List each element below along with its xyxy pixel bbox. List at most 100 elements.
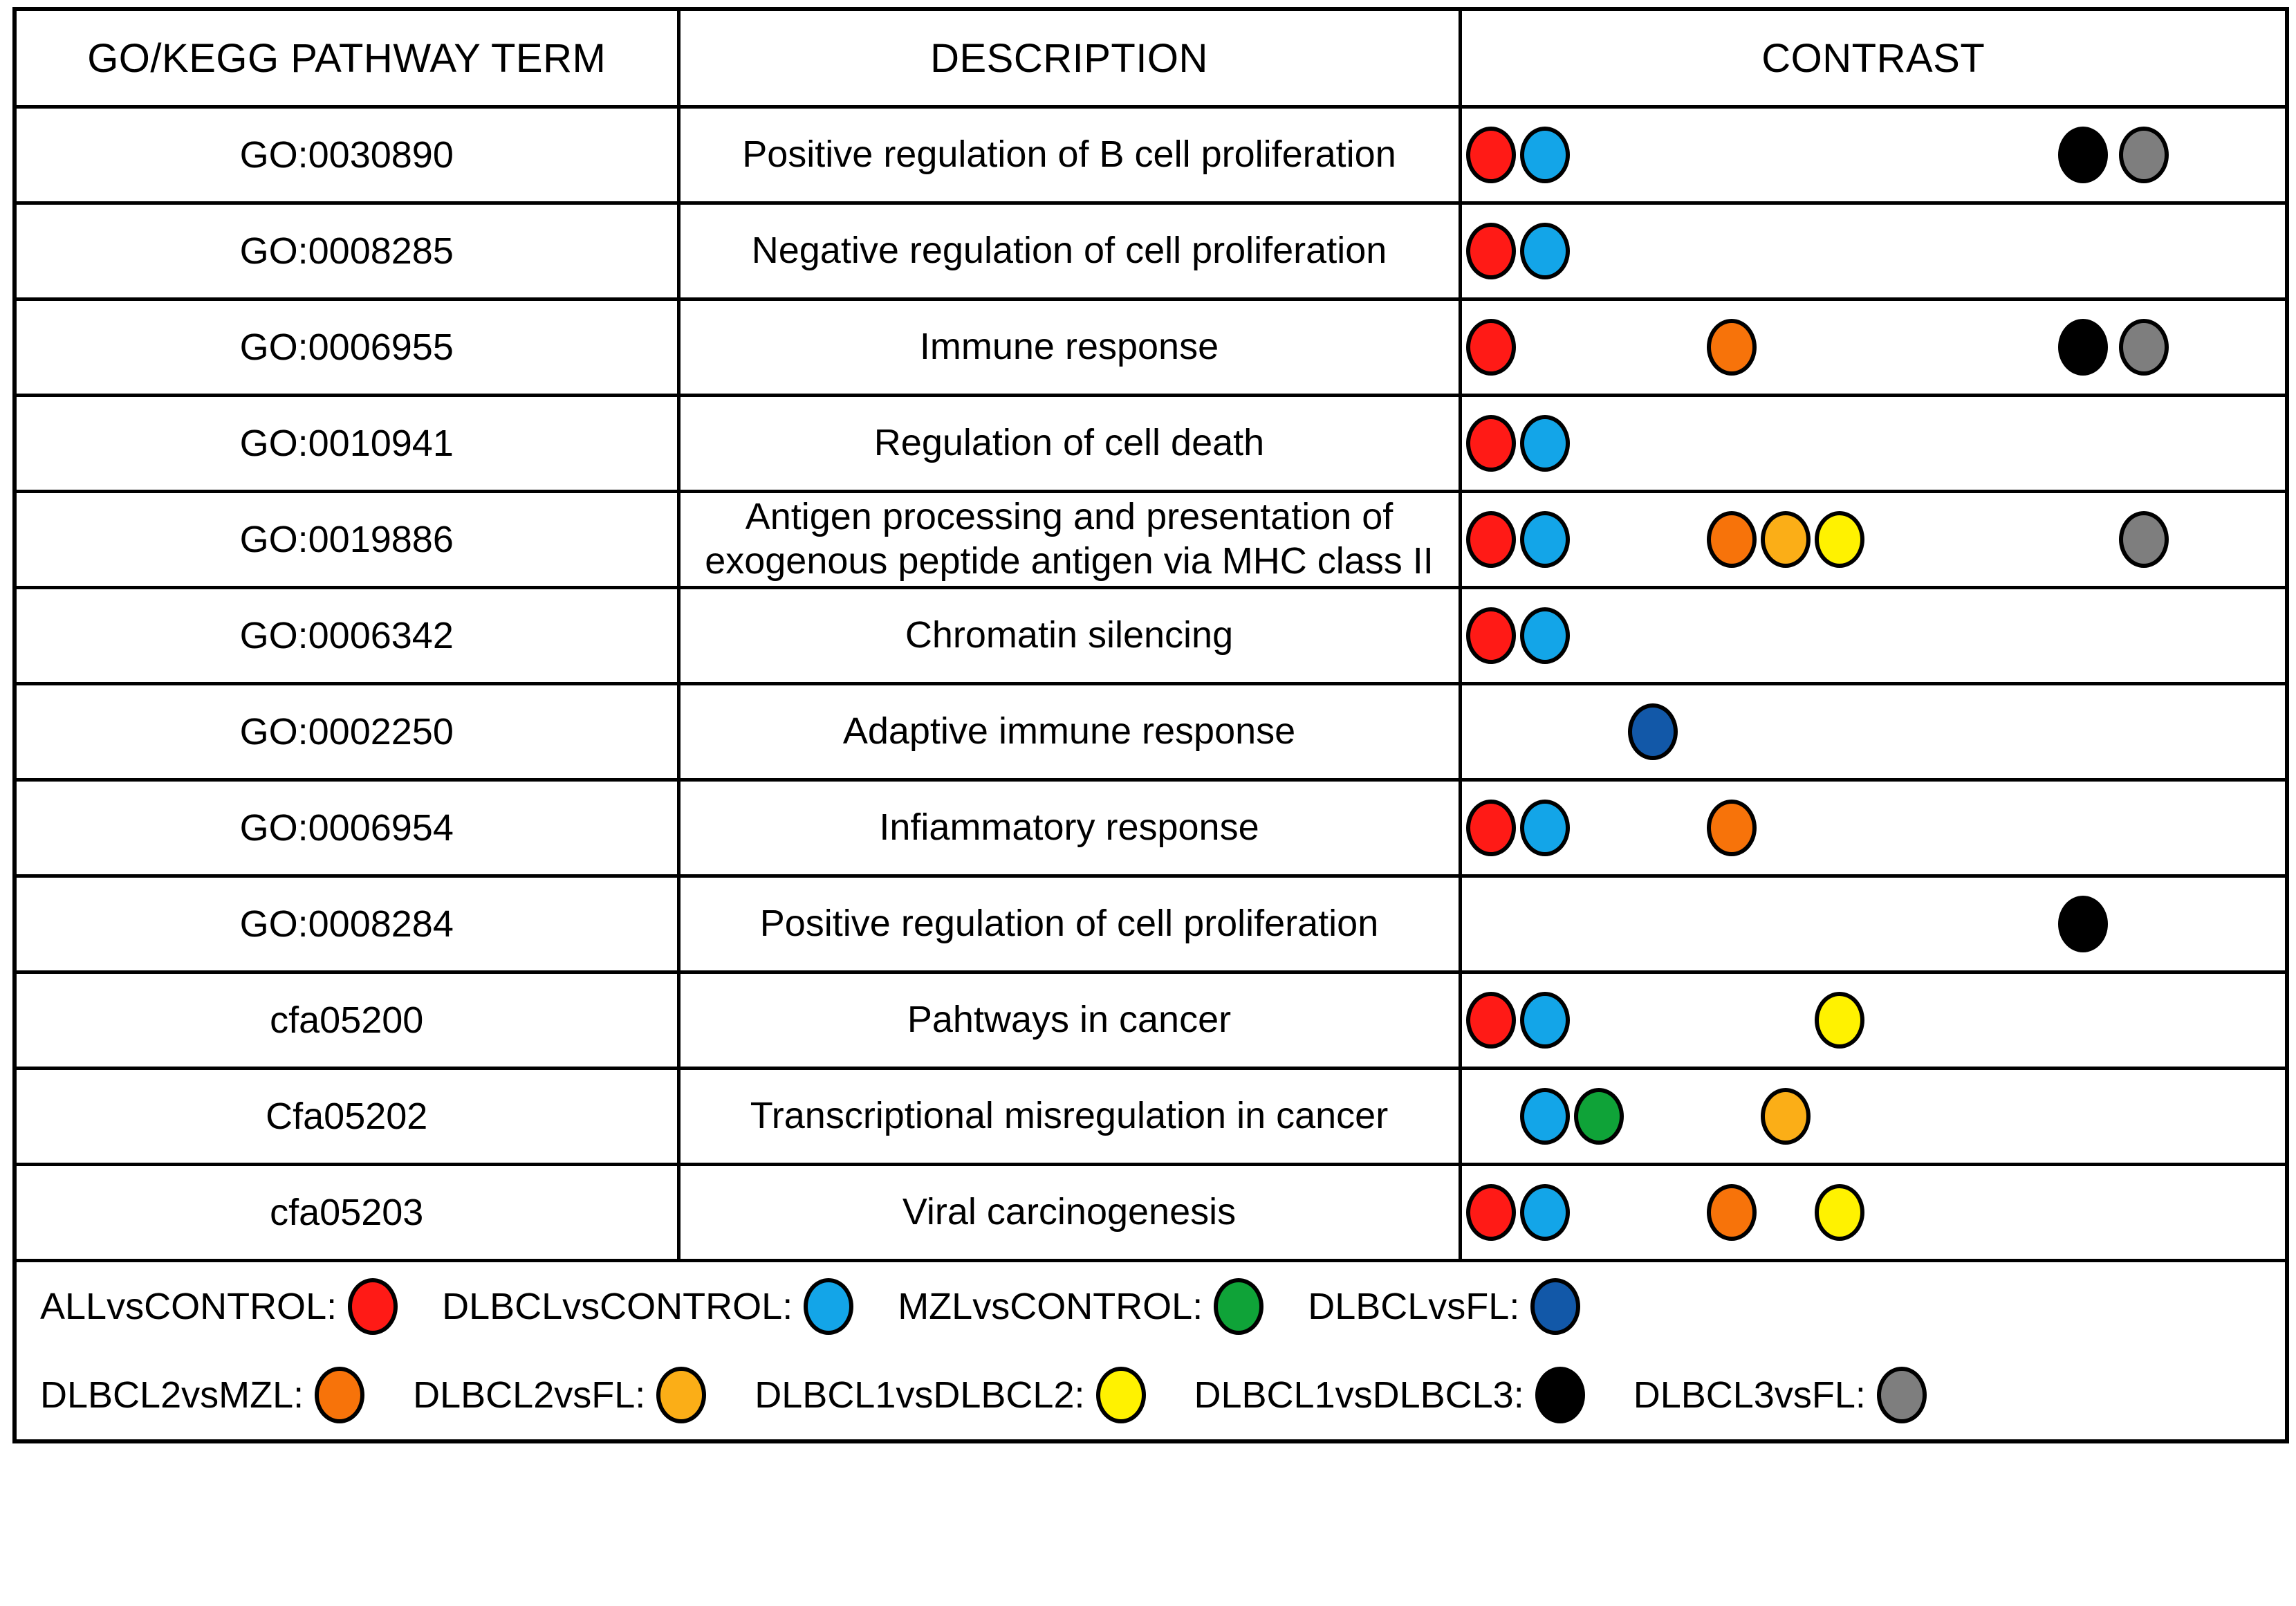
contrast-dot-dlbcl1vsdlbcl3 bbox=[2057, 127, 2108, 183]
contrast-dot-dlbclvscontrol bbox=[1519, 223, 1570, 279]
pathway-description-cell: Negative regulation of cell proliferatio… bbox=[676, 201, 1462, 301]
contrast-dot-dlbcl2vsmzl bbox=[1706, 511, 1757, 568]
contrast-dot-strip bbox=[1462, 878, 2286, 970]
pathway-description-cell: Chromatin silencing bbox=[676, 586, 1462, 685]
pathway-description-cell: Viral carcinogenesis bbox=[676, 1163, 1462, 1262]
contrast-cell bbox=[1458, 682, 2289, 782]
legend-item: DLBCL2vsFL: bbox=[413, 1367, 707, 1423]
legend-item: DLBCL1vsDLBCL2: bbox=[754, 1367, 1146, 1423]
pathway-term-cell: cfa05200 bbox=[12, 970, 681, 1070]
legend-item: DLBCL3vsFL: bbox=[1633, 1367, 1927, 1423]
contrast-dot-dlbcl2vsmzl bbox=[1706, 800, 1757, 856]
pathway-term-cell: GO:0019886 bbox=[12, 490, 681, 589]
contrast-dot-allvscontrol bbox=[1465, 223, 1516, 279]
pathway-term-cell: GO:0010941 bbox=[12, 394, 681, 493]
contrast-dot-dlbclvscontrol bbox=[1519, 607, 1570, 664]
contrast-cell bbox=[1458, 874, 2289, 974]
pathway-description-cell: Infiammatory response bbox=[676, 778, 1462, 878]
contrast-cell bbox=[1458, 297, 2289, 397]
pathway-term-cell: GO:0030890 bbox=[12, 105, 681, 205]
description-line: exogenous peptide antigen via MHC class … bbox=[705, 540, 1434, 582]
legend-row-primary: ALLvsCONTROL: DLBCLvsCONTROL: MZLvsCONTROL… bbox=[17, 1262, 2285, 1351]
legend-label: DLBCL2vsFL: bbox=[413, 1374, 646, 1416]
contrast-dot-dlbcl1vsdlbcl2 bbox=[1814, 511, 1864, 568]
column-header-description: DESCRIPTION bbox=[676, 7, 1462, 109]
legend-item: DLBCLvsFL: bbox=[1308, 1278, 1581, 1335]
contrast-dot-allvscontrol bbox=[1465, 415, 1516, 472]
legend-item: MZLvsCONTROL: bbox=[898, 1278, 1264, 1335]
contrast-cell bbox=[1458, 778, 2289, 878]
contrast-dot-dlbclvscontrol bbox=[1519, 127, 1570, 183]
contrast-dot-dlbclvscontrol bbox=[1519, 415, 1570, 472]
pathway-description-cell: Immune response bbox=[676, 297, 1462, 397]
pathway-term-cell: GO:0006342 bbox=[12, 586, 681, 685]
contrast-dot-dlbcl2vsmzl bbox=[1706, 1184, 1757, 1241]
contrast-dot-allvscontrol bbox=[1465, 511, 1516, 568]
contrast-dot-strip bbox=[1462, 397, 2286, 490]
legend-swatch-dlbcl1vsdlbcl3 bbox=[1535, 1367, 1585, 1423]
legend-row-container: ALLvsCONTROL: DLBCLvsCONTROL: MZLvsCONTROL… bbox=[12, 1259, 2289, 1443]
legend-item: DLBCLvsCONTROL: bbox=[442, 1278, 854, 1335]
legend-label: DLBCL1vsDLBCL3: bbox=[1194, 1374, 1524, 1416]
legend-swatch-allvscontrol bbox=[348, 1278, 398, 1335]
contrast-dot-mzlvscontrol bbox=[1573, 1088, 1624, 1145]
column-header-term: GO/KEGG PATHWAY TERM bbox=[12, 7, 681, 109]
legend-item: DLBCL1vsDLBCL3: bbox=[1194, 1367, 1585, 1423]
pathway-description-cell: Regulation of cell death bbox=[676, 394, 1462, 493]
contrast-cell bbox=[1458, 201, 2289, 301]
contrast-dot-strip bbox=[1462, 109, 2286, 201]
contrast-dot-allvscontrol bbox=[1465, 800, 1516, 856]
legend-label: DLBCLvsFL: bbox=[1308, 1286, 1520, 1327]
contrast-dot-dlbcl3vsfl bbox=[2118, 319, 2169, 376]
contrast-cell bbox=[1458, 394, 2289, 493]
legend-label: DLBCLvsCONTROL: bbox=[442, 1286, 793, 1327]
pathway-term-cell: GO:0008284 bbox=[12, 874, 681, 974]
contrast-dot-allvscontrol bbox=[1465, 127, 1516, 183]
contrast-dot-strip bbox=[1462, 974, 2286, 1067]
contrast-dot-allvscontrol bbox=[1465, 319, 1516, 376]
pathway-description-cell: Adaptive immune response bbox=[676, 682, 1462, 782]
legend-swatch-dlbclvscontrol bbox=[804, 1278, 854, 1335]
contrast-dot-dlbcl3vsfl bbox=[2118, 127, 2169, 183]
pathway-description-cell: Pahtways in cancer bbox=[676, 970, 1462, 1070]
table-header-row: GO/KEGG PATHWAY TERM DESCRIPTION CONTRAS… bbox=[12, 7, 2289, 109]
contrast-cell bbox=[1458, 105, 2289, 205]
legend-swatch-mzlvscontrol bbox=[1214, 1278, 1264, 1335]
contrast-cell bbox=[1458, 1163, 2289, 1262]
contrast-dot-strip bbox=[1462, 589, 2286, 682]
legend: ALLvsCONTROL: DLBCLvsCONTROL: MZLvsCONTROL… bbox=[12, 1259, 2289, 1443]
pathway-term-cell: GO:0002250 bbox=[12, 682, 681, 782]
legend-swatch-dlbcl2vsfl bbox=[656, 1367, 707, 1423]
contrast-dot-dlbcl2vsmzl bbox=[1706, 319, 1757, 376]
legend-label: DLBCL2vsMZL: bbox=[40, 1374, 304, 1416]
contrast-dot-allvscontrol bbox=[1465, 1184, 1516, 1241]
contrast-cell bbox=[1458, 586, 2289, 685]
contrast-dot-dlbclvscontrol bbox=[1519, 800, 1570, 856]
contrast-dot-strip bbox=[1462, 782, 2286, 874]
contrast-dot-allvscontrol bbox=[1465, 607, 1516, 664]
legend-swatch-dlbcl3vsfl bbox=[1876, 1367, 1927, 1423]
legend-item: DLBCL2vsMZL: bbox=[40, 1367, 365, 1423]
contrast-dot-dlbcl1vsdlbcl2 bbox=[1814, 992, 1864, 1049]
legend-item: ALLvsCONTROL: bbox=[40, 1278, 398, 1335]
pathway-term-cell: GO:0006954 bbox=[12, 778, 681, 878]
legend-swatch-dlbcl1vsdlbcl2 bbox=[1095, 1367, 1146, 1423]
pathway-description-cell: Transcriptional misregulation in cancer bbox=[676, 1067, 1462, 1166]
pathway-description-cell: Positive regulation of B cell proliferat… bbox=[676, 105, 1462, 205]
contrast-dot-dlbclvscontrol bbox=[1519, 511, 1570, 568]
legend-label: MZLvsCONTROL: bbox=[898, 1286, 1203, 1327]
contrast-dot-allvscontrol bbox=[1465, 992, 1516, 1049]
contrast-cell bbox=[1458, 970, 2289, 1070]
pathway-term-cell: cfa05203 bbox=[12, 1163, 681, 1262]
